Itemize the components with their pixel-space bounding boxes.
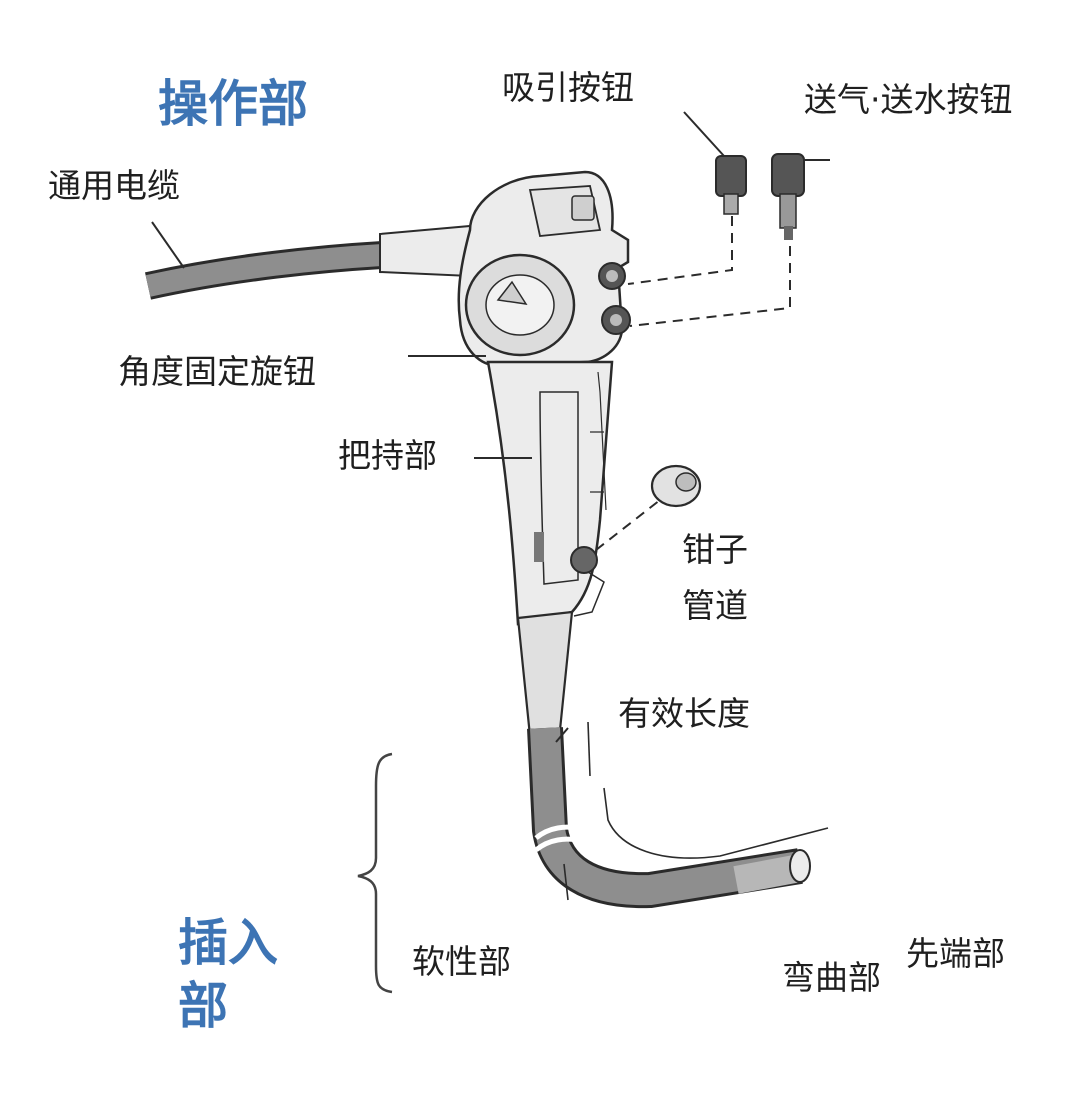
suction-button-label: 吸引按钮 — [502, 68, 634, 107]
distal-tip-shape — [789, 849, 811, 883]
air-water-valve-shape — [771, 153, 805, 240]
distal-end-label: 先端部 — [906, 934, 1005, 973]
forceps-port-shape — [570, 546, 598, 574]
forceps-cap-shape — [650, 464, 702, 508]
suction-valve-shape — [715, 155, 747, 215]
insertion-section-label: 插入部 — [178, 914, 278, 1035]
angle-lock-knob-label: 角度固定旋钮 — [118, 352, 316, 391]
leader-lines — [151, 111, 830, 743]
flexible-part-label: 软性部 — [412, 942, 511, 981]
grip-label: 把持部 — [338, 436, 437, 475]
insertion-tube-shape — [527, 727, 811, 909]
working-length-label: 有效长度 — [618, 694, 750, 733]
forceps-channel-label: 钳子管道 — [682, 530, 748, 625]
universal-cord-label: 通用电缆 — [48, 166, 180, 205]
dashed-leaders — [595, 216, 791, 551]
operation-section-label: 操作部 — [158, 75, 308, 133]
insertion-brace — [357, 752, 393, 994]
universal-cord-shape — [144, 224, 481, 300]
air-water-button-label: 送气·送水按钮 — [804, 80, 1013, 119]
grip-shape — [486, 360, 614, 626]
bending-part-label: 弯曲部 — [782, 958, 881, 997]
control-head-shape — [457, 170, 631, 368]
working-length-markers — [563, 721, 829, 901]
strain-relief-shape — [516, 610, 574, 738]
